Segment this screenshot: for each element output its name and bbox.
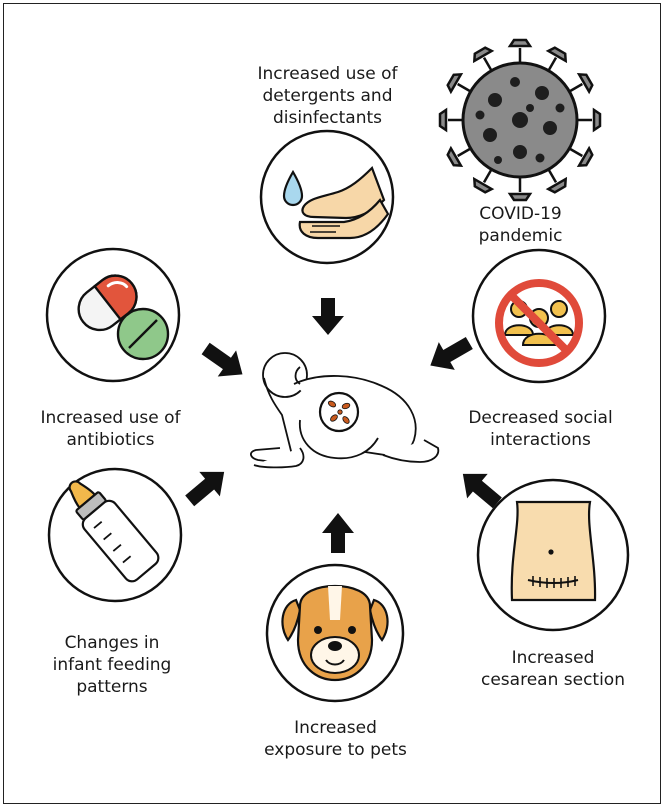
dog-icon (267, 565, 403, 701)
arrow-social (422, 329, 477, 379)
pills-icon (47, 249, 179, 381)
handwash-icon (261, 131, 393, 263)
label-covid: COVID-19 pandemic (468, 203, 573, 247)
cesarean-scar-icon (478, 480, 628, 630)
baby-bottle-icon (49, 469, 181, 601)
label-cesarean: Increased cesarean section (478, 647, 628, 691)
label-detergents: Increased use of detergents and disinfec… (240, 63, 415, 129)
virus-icon (440, 40, 600, 200)
arrow-feeding (179, 460, 234, 513)
label-pets: Increased exposure to pets (258, 717, 413, 761)
gut-microbiome-icon (320, 393, 358, 431)
arrow-antibiotics (196, 335, 251, 387)
label-social: Decreased social interactions (453, 407, 628, 451)
arrow-detergents (312, 298, 344, 335)
no-gathering-icon (473, 250, 605, 382)
arrow-pets (322, 513, 354, 553)
label-antibiotics: Increased use of antibiotics (23, 407, 198, 451)
label-feeding: Changes in infant feeding patterns (42, 632, 182, 698)
